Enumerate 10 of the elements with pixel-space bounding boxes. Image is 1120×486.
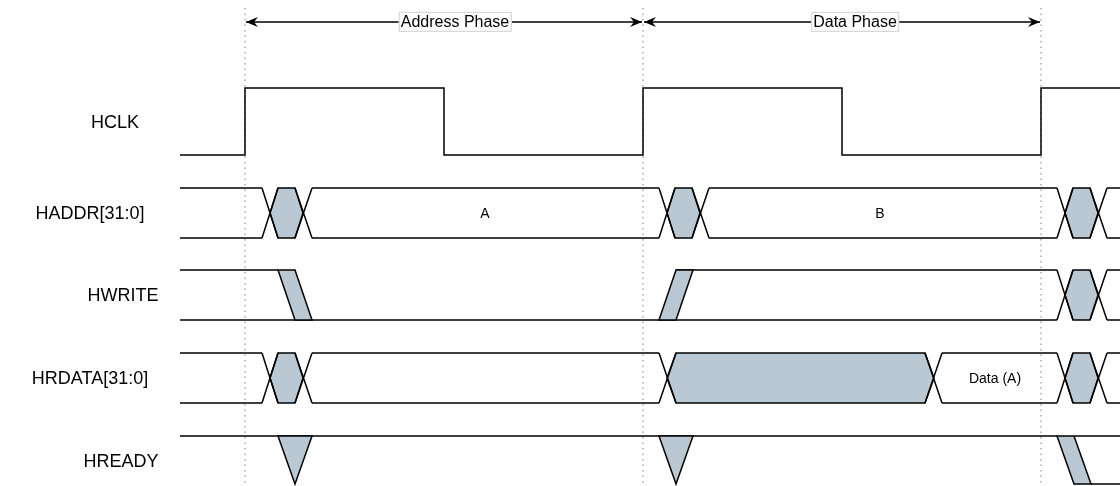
signal-name: HREADY — [83, 450, 159, 472]
signal-name: HADDR[31:0] — [35, 202, 145, 224]
signal-name: HWRITE — [87, 284, 159, 306]
phase-label: Data Phase — [811, 11, 899, 33]
bus-value: B — [875, 204, 885, 222]
signal-name: HRDATA[31:0] — [31, 367, 149, 389]
signal-name: HCLK — [91, 111, 139, 133]
bus-value: Data (A) — [968, 369, 1022, 387]
phase-label: Address Phase — [398, 11, 512, 33]
bus-value: A — [480, 204, 490, 222]
